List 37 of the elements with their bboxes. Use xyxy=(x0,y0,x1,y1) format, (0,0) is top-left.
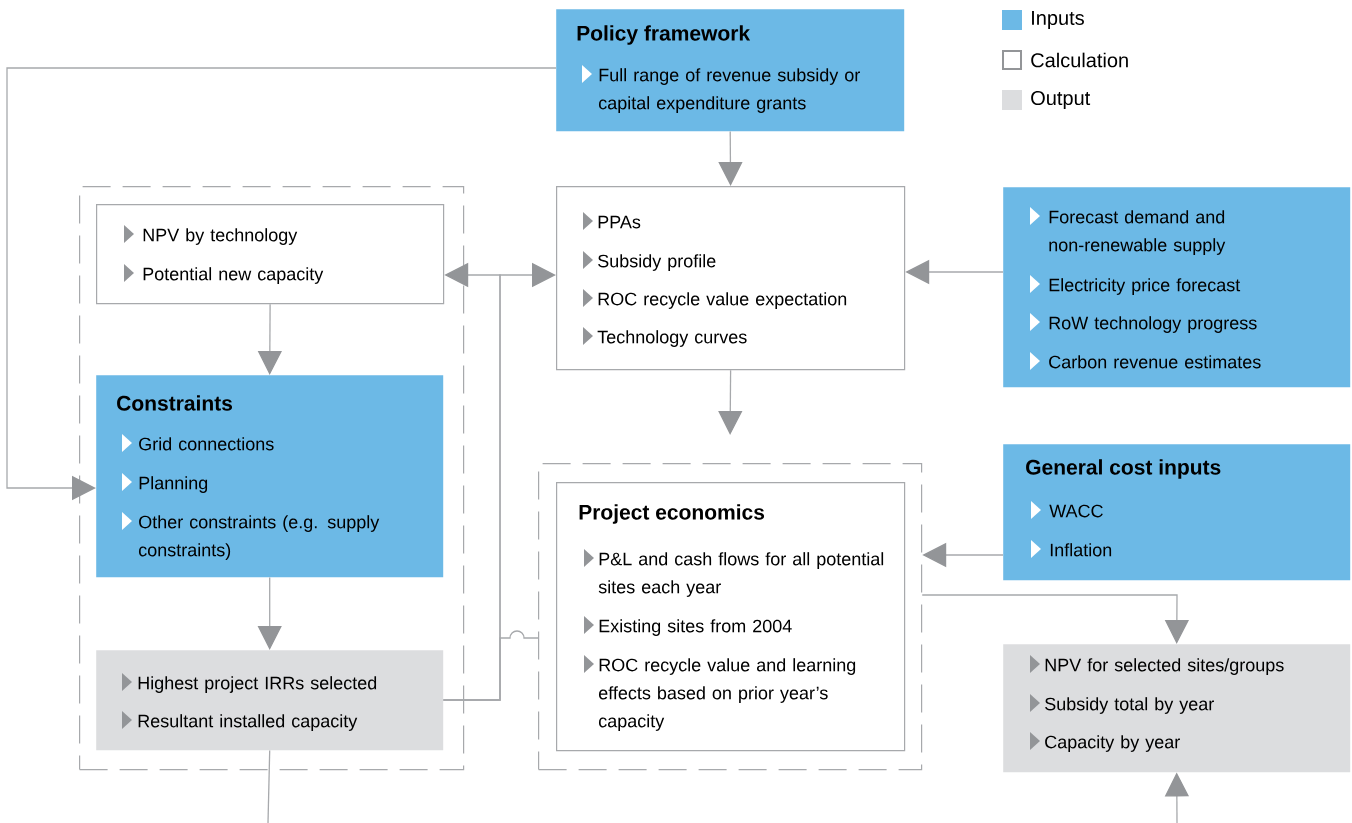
bullet-item: Electricity price forecast xyxy=(1030,275,1241,295)
bullet-item: Subsidy profile xyxy=(583,251,716,271)
bullet-item: Subsidy total by year xyxy=(1030,694,1214,714)
legend-label: Output xyxy=(1031,90,1091,110)
legend-label: Calculation xyxy=(1031,52,1128,68)
bullet-item: ROC recycle value expectation xyxy=(583,289,847,309)
bullet-item: RoW technology progress xyxy=(1030,313,1257,333)
bullet-item: Technology curves xyxy=(583,327,747,347)
dashed-group-frame xyxy=(538,463,923,771)
arrow xyxy=(257,576,282,650)
bullet-item: Potential new capacity xyxy=(124,264,324,284)
bullet-item: Carbon revenue estimates xyxy=(1030,352,1261,370)
box-heading: Policy framework xyxy=(577,25,751,45)
bullet-item: NPV by technology xyxy=(124,225,298,245)
bullet-item: NPV for selected sites/groups xyxy=(1030,655,1284,675)
arrow xyxy=(718,369,743,435)
bullet-item: Inflation xyxy=(1031,540,1112,558)
bullet-item: Planning xyxy=(122,473,208,493)
arrow xyxy=(718,130,743,186)
bullet-item: P&L and cash flows for all potential sites each year xyxy=(584,549,884,597)
arrow xyxy=(921,594,1190,644)
bullet-item: ROC recycle value and learning effects based on prior year’s capacity xyxy=(584,655,856,731)
bullet-item: Grid connections xyxy=(122,434,274,452)
bullet-item: Existing sites from 2004 xyxy=(584,616,792,636)
bullet-item: Highest project IRRs selected xyxy=(122,673,377,693)
bullet-item: Resultant installed capacity xyxy=(122,711,358,731)
bullet-item: Full range of revenue subsidy or capital expenditure grants xyxy=(582,65,860,113)
bullet-item: Forecast demand and non-renewable supply xyxy=(1030,207,1226,255)
bullet-item: PPAs xyxy=(583,212,641,230)
bullet-item: Other constraints (e.g. supply constraints) xyxy=(122,512,380,560)
box-heading: Project economics xyxy=(579,504,765,524)
box-heading: General cost inputs xyxy=(1026,459,1221,479)
bullet-item: Capacity by year xyxy=(1030,732,1180,752)
legend-label: Inputs xyxy=(1032,11,1084,29)
box-heading: Constraints xyxy=(117,395,232,411)
dashed-group-frame xyxy=(79,186,465,771)
bullet-item: WACC xyxy=(1031,501,1103,519)
